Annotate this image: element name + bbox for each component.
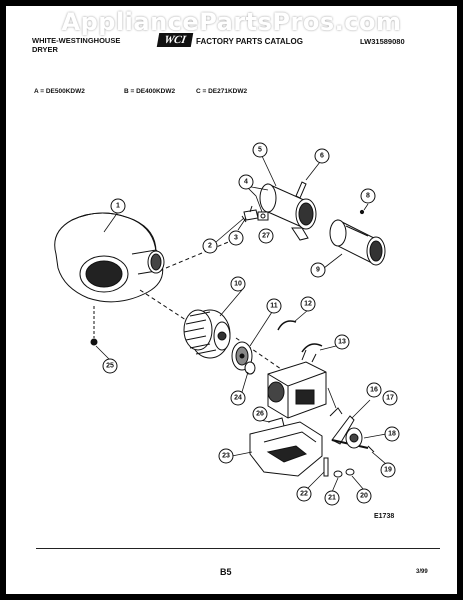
clamp-13-spring [301,343,323,353]
callout-2: 2 [208,243,212,250]
callout-17: 17 [386,395,394,402]
callout-19: 19 [384,467,392,474]
callout-9: 9 [316,267,320,274]
heater-tube-9 [329,219,386,266]
clip-26 [267,417,285,427]
pin-22 [323,457,329,477]
nut-20 [345,468,355,476]
date-code: 3/99 [416,569,428,575]
spring-16 [329,407,343,417]
brand-line-2: DRYER [32,45,58,54]
callout-20: 20 [360,493,368,500]
motor-mount-23 [249,421,323,477]
callout-10: 10 [234,281,242,288]
watermark: AppliancePartsPros.com [61,8,402,36]
screw-25 [90,306,98,346]
model-c: C = DE271KDW2 [196,88,248,95]
callout-23: 23 [222,453,230,460]
callout-11: 11 [270,303,278,310]
callout-27: 27 [262,233,270,240]
callout-16: 16 [370,387,378,394]
callout-26: 26 [256,411,264,418]
motor-13 [267,349,327,419]
callout-24: 24 [234,395,242,402]
callout-22: 22 [300,491,308,498]
model-a: A = DE500KDW2 [34,88,85,95]
clamp-12 [277,320,297,331]
callout-25: 25 [106,363,114,370]
doc-number: LW31589080 [360,37,405,46]
fuse-bracket-3 [241,205,259,223]
callout-18: 18 [388,431,396,438]
exploded-view-drawing: 1 2 3 4 5 6 8 9 10 11 12 13 16 17 18 19 … [54,142,400,520]
blower-wheel-10 [183,309,231,359]
figure-code: E1738 [374,513,394,520]
catalog-title: FACTORY PARTS CATALOG [196,37,303,46]
callout-1: 1 [116,203,120,210]
callout-12: 12 [304,301,312,308]
callout-3: 3 [234,235,238,242]
idler-pulley-18 [345,427,363,449]
footer-rule [36,548,440,549]
washer-24 [244,361,256,375]
blower-housing [54,212,165,303]
heater-housing-5 [259,181,317,241]
parts-diagram-sheet: WHITE-WESTINGHOUSE DRYER WCI FACTORY PAR… [6,6,457,594]
page-number: B5 [220,567,232,577]
callout-6: 6 [320,153,324,160]
callout-21: 21 [328,495,336,502]
model-b: B = DE400KDW2 [124,88,176,95]
washer-21 [333,470,343,478]
thermostat-27 [257,211,269,221]
screw-8 [359,209,365,215]
callout-4: 4 [244,179,248,186]
callout-5: 5 [258,147,262,154]
callout-8: 8 [366,193,370,200]
screw-19 [367,445,375,453]
callout-13: 13 [338,339,346,346]
brand-line-1: WHITE-WESTINGHOUSE [32,36,121,45]
